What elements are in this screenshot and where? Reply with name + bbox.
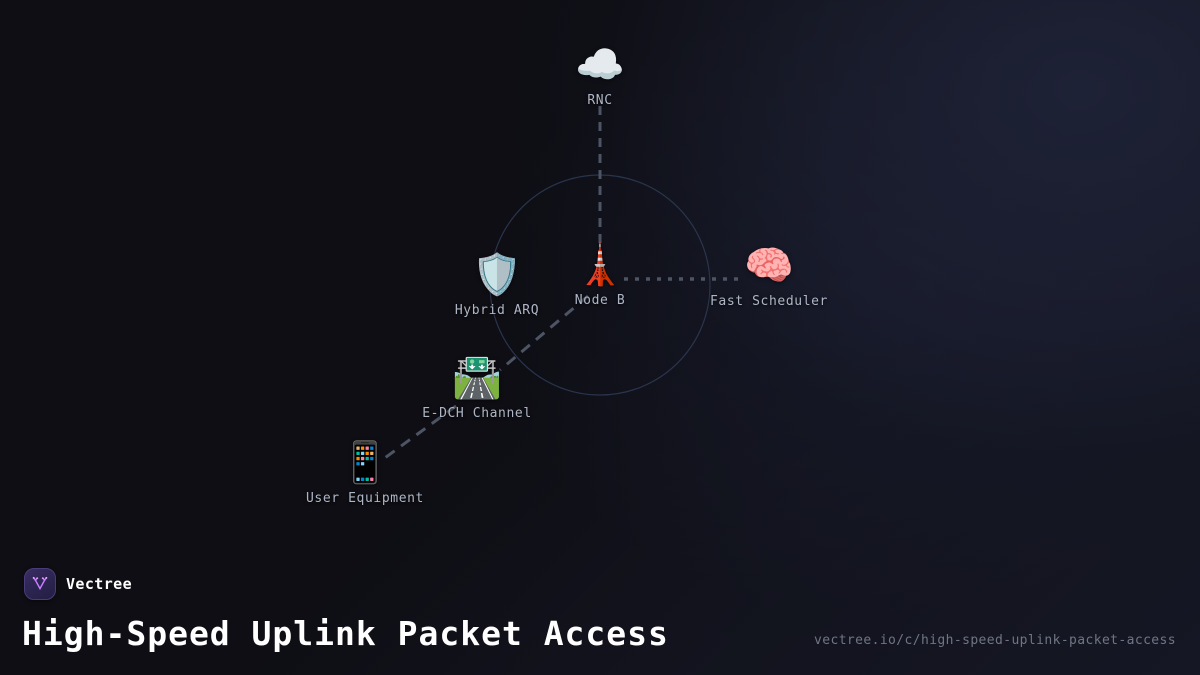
graph-node-label: Fast Scheduler — [710, 294, 828, 309]
vectree-logo-icon — [24, 568, 56, 600]
graph-node-e-dch-channel[interactable]: 🛣️ E-DCH Channel — [382, 356, 572, 422]
graph-node-rnc[interactable]: ☁️ RNC — [505, 43, 695, 109]
mobile-phone-icon: 📱 — [340, 440, 390, 486]
page-footer: Vectree High-Speed Uplink Packet Access … — [0, 560, 1200, 675]
edge-node-b-e-dch — [499, 294, 589, 372]
brain-icon: 🧠 — [744, 243, 794, 289]
graph-node-label: RNC — [587, 93, 613, 108]
graph-node-label: E-DCH Channel — [422, 406, 532, 421]
graph-node-label: Hybrid ARQ — [454, 303, 540, 318]
graph-node-label: User Equipment — [306, 491, 424, 506]
edge-e-dch-ue — [381, 404, 457, 462]
graph-node-user-equipment[interactable]: 📱 User Equipment — [270, 441, 460, 507]
brand-name: Vectree — [66, 575, 133, 593]
graph-node-node-b[interactable]: 🗼 Node B — [505, 243, 695, 309]
cloud-icon: ☁️ — [575, 42, 625, 88]
motorway-icon: 🛣️ — [452, 355, 502, 401]
page-title: High-Speed Uplink Packet Access — [22, 614, 669, 653]
tower-icon: 🗼 — [575, 242, 625, 288]
graph-node-label: Node B — [574, 293, 626, 308]
page-url: vectree.io/c/high-speed-uplink-packet-ac… — [814, 633, 1176, 648]
brand-block[interactable]: Vectree — [24, 568, 132, 600]
graph-node-fast-scheduler[interactable]: 🧠 Fast Scheduler — [674, 244, 864, 310]
graph-node-hybrid-arq[interactable]: 🛡️ Hybrid ARQ — [402, 253, 592, 319]
shield-icon: 🛡️ — [472, 252, 522, 298]
